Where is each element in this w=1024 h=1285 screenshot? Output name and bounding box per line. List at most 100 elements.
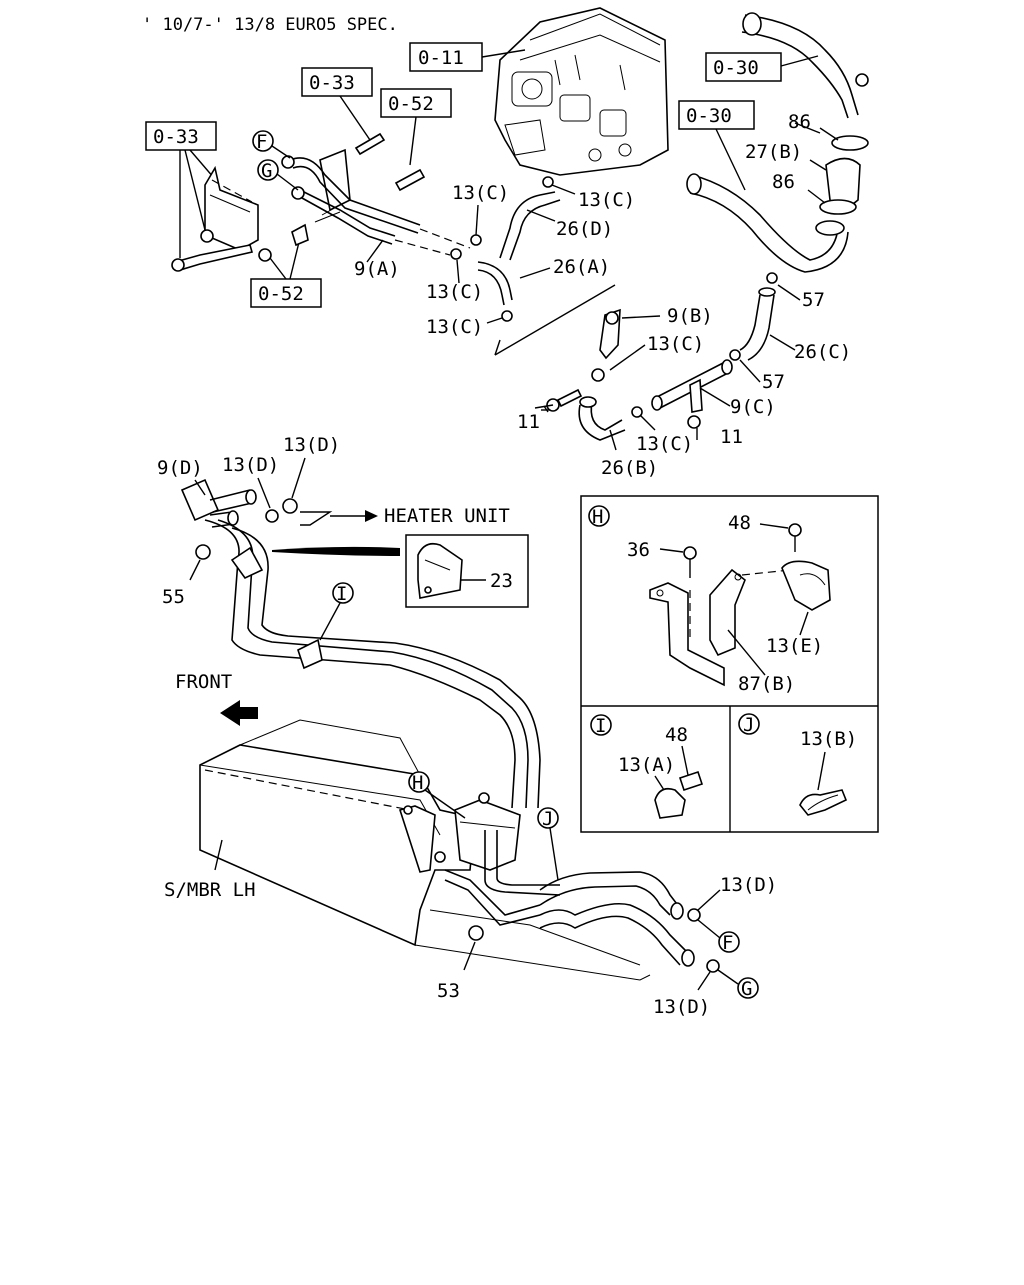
label-26a: 26(A) [553, 256, 610, 278]
label-13c: 13(C) [426, 281, 483, 303]
heater-unit-label: HEATER UNIT [384, 505, 510, 527]
bracket-H-assembly [398, 792, 561, 926]
label-13b: 13(B) [800, 728, 857, 750]
label-13c: 13(C) [578, 189, 635, 211]
ref-box-0-33-left: 0-33 [145, 121, 217, 258]
ref-box-0-30-lower: 0-30 [678, 100, 755, 191]
svg-text:H: H [412, 772, 423, 794]
label-13a: 13(A) [618, 754, 675, 776]
label-13e: 13(E) [766, 635, 823, 657]
label-9a: 9(A) [354, 258, 400, 280]
lower-upper-leaders [194, 457, 378, 526]
callout-H: H [408, 771, 466, 819]
ref-box-0-30-upper: 0-30 [705, 52, 819, 82]
label-13c: 13(C) [636, 433, 693, 455]
clamp-86-upper [819, 127, 869, 151]
svg-text:FRONT: FRONT [175, 671, 232, 693]
engine-block [494, 7, 669, 176]
ref-box-0-33-upper: 0-33 [301, 67, 386, 156]
hose-26a [450, 248, 513, 322]
nut-55: 55 [162, 544, 211, 608]
label-55: 55 [162, 586, 185, 608]
ref-box-0-52-upper: 0-52 [380, 88, 452, 192]
upper-leaders [366, 122, 821, 451]
label-smbr-lh: S/MBR LH [164, 879, 256, 901]
pipe-assembly-9a [281, 148, 471, 256]
label-11: 11 [517, 411, 540, 433]
hose-27b [809, 157, 861, 207]
detail-H: H 36 48 87(B) 13(E) [588, 505, 831, 695]
label-87b: 87(B) [738, 673, 795, 695]
hose-26d [470, 176, 561, 261]
upper-pipe-0-30 [741, 12, 869, 119]
callout-J: J [537, 807, 559, 881]
label-57: 57 [802, 289, 825, 311]
front-indicator: FRONT [175, 671, 258, 726]
label-23: 23 [490, 570, 513, 592]
spec-title: ' 10/7-' 13/8 EURO5 SPEC. [142, 15, 398, 35]
label-13d: 13(D) [222, 454, 279, 476]
pipe-9c [651, 359, 733, 440]
label-13c: 13(C) [452, 182, 509, 204]
clamp-86-lower [807, 189, 857, 215]
upper-labels: 86 27(B) 86 13(C) 13(C) 26(D) 9(A) 13(C)… [354, 111, 851, 479]
callout-F-top: F [252, 130, 291, 159]
bolt-11-left [546, 388, 583, 412]
label-26b: 26(B) [601, 457, 658, 479]
label-57: 57 [762, 371, 785, 393]
label-13d: 13(D) [720, 874, 777, 896]
label-36: 36 [627, 539, 650, 561]
callout-G-top: G [257, 159, 299, 191]
label-13d: 13(D) [283, 434, 340, 456]
bracket-23-callout: 23 [230, 534, 529, 608]
label-48: 48 [665, 724, 688, 746]
svg-text:H: H [592, 506, 603, 528]
label-26c: 26(C) [794, 341, 851, 363]
ref-box-0-11: 0-11 [409, 42, 526, 72]
label-13c: 13(C) [647, 333, 704, 355]
callout-F: F [722, 932, 733, 954]
callout-I: I [297, 582, 354, 670]
lower-pipe-0-30 [686, 173, 849, 273]
svg-text:I: I [336, 583, 347, 605]
label-9c: 9(C) [730, 396, 776, 418]
lower-right-callouts: 13(D) F G 13(D) [653, 874, 777, 1018]
lower-pipes-to-F-G [539, 871, 720, 973]
label-48: 48 [728, 512, 751, 534]
label-26d: 26(D) [556, 218, 613, 240]
svg-text:0-33: 0-33 [153, 126, 199, 148]
label-13c: 13(C) [426, 316, 483, 338]
svg-text:J: J [743, 714, 754, 736]
svg-text:I: I [595, 715, 606, 737]
svg-text:0-30: 0-30 [686, 105, 732, 127]
side-member: S/MBR LH [164, 719, 651, 981]
hose-26b [578, 396, 643, 441]
label-9b: 9(B) [667, 305, 713, 327]
ref-box-0-52-lower: 0-52 [250, 223, 322, 308]
upper-left-bracket [171, 165, 259, 272]
svg-text:J: J [542, 808, 553, 830]
label-53: 53 [437, 980, 460, 1002]
nut-53: 53 [437, 925, 484, 1002]
label-13d: 13(D) [653, 996, 710, 1018]
svg-text:G: G [261, 160, 272, 182]
lower-upper-labels: 9(D) 13(D) 13(D) HEATER UNIT [157, 434, 510, 527]
svg-text:0-52: 0-52 [388, 93, 434, 115]
label-27b: 27(B) [745, 141, 802, 163]
callout-G: G [741, 978, 752, 1000]
svg-text:F: F [256, 131, 267, 153]
svg-text:0-30: 0-30 [713, 57, 759, 79]
svg-text:0-33: 0-33 [309, 72, 355, 94]
routing-lines [494, 284, 616, 356]
detail-I: I 48 13(A) [590, 714, 704, 819]
label-86: 86 [788, 111, 811, 133]
detail-panel [580, 495, 879, 833]
label-11: 11 [720, 426, 743, 448]
svg-text:0-11: 0-11 [418, 47, 464, 69]
svg-text:0-52: 0-52 [258, 283, 304, 305]
hose-26c [729, 272, 778, 361]
label-9d: 9(D) [157, 457, 203, 479]
pipe-9d-top [180, 478, 298, 528]
